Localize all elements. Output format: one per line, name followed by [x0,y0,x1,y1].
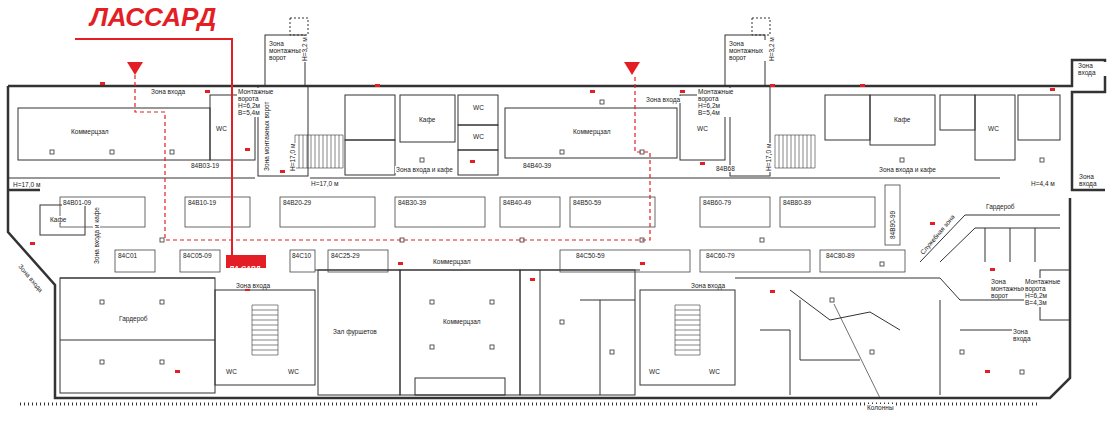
room-label: 84С01 [117,252,138,259]
room-label: WC [708,368,721,375]
room-label: 84В50-59 [572,199,602,206]
room-label: 84С50-59 [575,252,606,259]
room-label: Зона входа [17,262,46,294]
room-label: WC [648,368,661,375]
room-label: Коммерцзал [442,318,482,325]
room-label: 84В20-29 [282,199,312,206]
room-label: 84В40-39 [522,162,552,169]
room-label: WC [215,125,228,132]
room-label: Зона входа и кафе [93,206,100,265]
stand-box: ЛА САРД [226,255,266,268]
room-label: 84В03-19 [190,162,220,169]
room-label: Монтажные ворота H=6,2м B=5,4м [237,88,279,117]
room-label: Зона входа [1012,328,1044,342]
room-label: Монтажные ворота H=6,2м B=5,4м [697,88,739,117]
room-label: WC [987,125,1000,132]
room-label: Зона монтажных ворот [263,101,270,172]
room-label: H=17,0 м [765,143,772,172]
room-label: WC [696,125,709,132]
room-label: 84С60-79 [705,252,736,259]
room-label: 84В01-09 [62,199,92,206]
room-label: Зона входа и кафе [878,166,937,173]
room-label: 84В40-49 [502,199,532,206]
room-label: H=17,0 м [289,143,296,172]
room-label: Кафе [418,116,436,123]
room-label: Кафе [49,216,67,223]
room-label: Служебная зона [918,212,957,256]
room-label: Зона монтажных ворот [990,278,1022,299]
room-label: 84В90-99 [889,210,896,240]
room-label: Зона входа [150,88,186,95]
room-label: Зона входа [1077,62,1107,76]
room-label: Кафе [893,116,911,123]
stand-name: ЛА САРД [229,265,260,273]
extinguisher-marks [30,82,1055,373]
room-label: Колонны [866,404,895,411]
room-label: Зона входа [690,282,726,289]
room-label: WC [472,104,485,111]
room-label: H=17,0 м [12,181,41,188]
room-label: 84В30-39 [397,199,427,206]
room-label: WC [472,133,485,140]
room-label: 84В80-89 [782,199,812,206]
route-marker [75,39,650,255]
room-label: Коммерцзал [432,258,472,265]
walls [8,18,1105,404]
room-label: 84С05-09 [182,252,213,259]
room-label: WC [287,368,300,375]
booths [60,185,905,272]
room-label: Монтажные ворота H=6,2м B=4,3м [1024,278,1066,307]
room-label: 84С25-29 [330,252,361,259]
room-label: Гардероб [118,315,149,322]
room-label: Зал фуршетов [332,328,378,335]
room-label: 84В10-19 [187,199,217,206]
room-label: Зона входа [645,96,681,103]
room-label: Гардероб [985,203,1016,210]
room-label: 84С10 [291,252,312,259]
room-label: 84В60-79 [702,199,732,206]
room-label: Коммерцзал [70,128,110,135]
room-label: 84С80-89 [825,252,856,259]
room-label: Зона входа [1078,173,1108,187]
room-label: H=4,4 м [1030,180,1056,187]
room-label: Зона входа [235,282,271,289]
room-label: 84В68 [715,165,736,172]
columns [50,100,1044,374]
leader-line [834,304,880,398]
room-label: Зона входа и кафе [395,166,454,173]
room-label: WC [225,368,238,375]
room-label: H=17,0 м [310,180,339,187]
room-label: H=3,2 м [301,36,308,62]
plan-title: ЛАССАРД [90,3,216,32]
stairs [252,135,815,355]
room-label: Зона монтажных ворот [728,40,766,61]
room-label: H=3,2 м [768,36,775,62]
room-label: Коммерцзал [572,128,612,135]
